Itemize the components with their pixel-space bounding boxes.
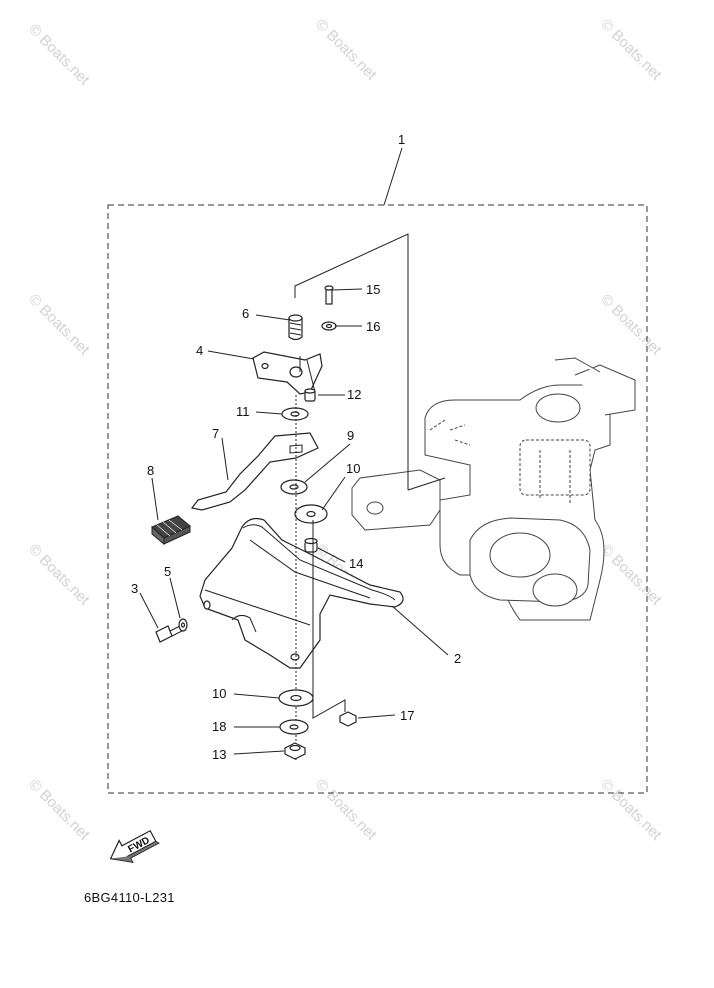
callout-15: 15	[366, 282, 380, 297]
part-16-washer	[321, 321, 337, 331]
kit-boundary	[107, 204, 648, 794]
watermark: © Boats.net	[597, 291, 665, 359]
part-7-lever	[190, 432, 319, 511]
watermark: © Boats.net	[25, 21, 93, 89]
part-14-collar	[304, 537, 318, 553]
part-10-lower-washer	[278, 689, 314, 707]
callouts: 1 15 16 6 4 12 11 7 9 8 10 14 5 3 2 10 1…	[131, 132, 461, 762]
callout-18: 18	[212, 719, 226, 734]
callout-5: 5	[164, 564, 171, 579]
watermark: © Boats.net	[25, 291, 93, 359]
part-4-plate	[252, 351, 323, 395]
fwd-arrow-icon: FWD	[109, 829, 160, 864]
part-2-bracket	[199, 517, 404, 669]
part-18-washer	[279, 719, 309, 735]
diagram-code: 6BG4110-L231	[84, 890, 175, 905]
callout-9: 9	[347, 428, 354, 443]
callout-13: 13	[212, 747, 226, 762]
part-11-washer	[281, 407, 309, 421]
part-17-nut	[339, 711, 357, 727]
watermark: © Boats.net	[312, 16, 380, 84]
part-15-screw	[324, 285, 334, 305]
watermark: © Boats.net	[25, 541, 93, 609]
callout-6: 6	[242, 306, 249, 321]
watermark: © Boats.net	[312, 776, 380, 844]
callout-3: 3	[131, 581, 138, 596]
part-6-bolt	[288, 314, 303, 341]
watermark: © Boats.net	[25, 776, 93, 844]
watermark: © Boats.net	[597, 16, 665, 84]
leader-frame	[294, 147, 446, 491]
part-8-pad	[151, 515, 191, 546]
callout-4: 4	[196, 343, 203, 358]
callout-2: 2	[454, 651, 461, 666]
callout-10-lower: 10	[212, 686, 226, 701]
part-13-nut	[284, 742, 306, 760]
callout-17: 17	[400, 708, 414, 723]
callout-7: 7	[212, 426, 219, 441]
part-10-washer	[294, 504, 328, 524]
callout-11: 11	[236, 404, 250, 419]
watermark: © Boats.net	[597, 541, 665, 609]
leader-frame	[312, 699, 346, 719]
part-3-bolt	[155, 623, 187, 643]
part-5-washer	[178, 618, 188, 632]
callout-1: 1	[398, 132, 405, 147]
outboard-bracket-outline	[351, 357, 636, 621]
callout-14: 14	[349, 556, 363, 571]
callout-12: 12	[347, 387, 361, 402]
part-9-washer	[280, 479, 308, 495]
watermark: © Boats.net	[597, 776, 665, 844]
part-12-collar	[304, 388, 316, 402]
callout-8: 8	[147, 463, 154, 478]
leader-lines	[139, 288, 449, 755]
callout-16: 16	[366, 319, 380, 334]
callout-10-upper: 10	[346, 461, 360, 476]
